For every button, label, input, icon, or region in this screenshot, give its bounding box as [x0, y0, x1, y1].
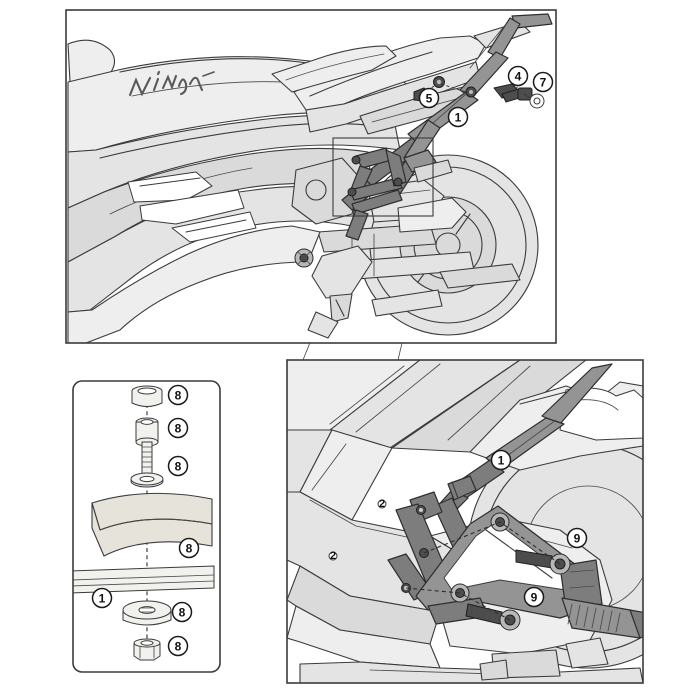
callout-main-5: 5: [418, 87, 440, 109]
part-spacer-sleeve-bolt: [135, 417, 159, 478]
callout-layer: 4 7 5 1 8 8 8 8 1 8 8 1 9 9: [91, 65, 588, 657]
callout-hardware-8: 8: [167, 417, 189, 439]
callout-number: 8: [175, 640, 182, 654]
callout-number: 7: [540, 76, 547, 90]
callout-bubble: [418, 87, 440, 109]
callout-bubble: [178, 537, 200, 559]
callout-hardware-8: 8: [167, 455, 189, 477]
part-rack-bar-1: [73, 565, 215, 594]
callout-bracket-9: 9: [566, 527, 588, 549]
detail-footpeg-rubber: [561, 597, 643, 639]
panel-border-detail: [286, 359, 644, 684]
callout-hardware-8: 8: [167, 635, 189, 657]
callout-hardware-1: 1: [91, 587, 113, 609]
callout-number: 1: [455, 111, 462, 125]
detail-reference-marks: 2 2: [328, 498, 387, 562]
callout-bubble: [532, 71, 554, 93]
detail-alignment-dashes: [405, 521, 561, 621]
part-lock-nut: [133, 638, 161, 661]
callout-bubble: [171, 601, 193, 623]
callout-hardware-8: 8: [167, 384, 189, 406]
callout-main-7: 7: [532, 71, 554, 93]
callout-number: 5: [426, 92, 433, 106]
panel-border-hardware: [72, 380, 221, 673]
panel-border-main: [65, 9, 557, 344]
callout-number: 8: [179, 606, 186, 620]
callout-bubble: [507, 65, 529, 87]
callout-number: 9: [574, 532, 581, 546]
callout-bubble: [167, 384, 189, 406]
panel-hardware-stack-view: [72, 380, 221, 673]
callout-number: 9: [531, 591, 538, 605]
callout-main-1: 1: [447, 106, 469, 128]
callout-number: 1: [498, 454, 505, 468]
callout-hardware-8: 8: [171, 601, 193, 623]
callout-hardware-8: 8: [178, 537, 200, 559]
callout-bracket-1: 1: [490, 449, 512, 471]
part-flat-washer: [122, 600, 172, 626]
callout-bubble: [91, 587, 113, 609]
ninja-logo: [128, 70, 215, 97]
callout-bubble: [523, 586, 545, 608]
callout-bubble: [447, 106, 469, 128]
callout-main-4: 4: [507, 65, 529, 87]
callout-number: 8: [175, 389, 182, 403]
panel-main-bike-view: [65, 9, 557, 344]
svg-text:2: 2: [330, 550, 336, 562]
part-cap-bushing: [131, 385, 163, 407]
callout-number: 1: [99, 592, 106, 606]
callout-number: 8: [186, 542, 193, 556]
detail-screw-part-9-upper: [515, 549, 571, 575]
callout-number: 4: [515, 70, 522, 84]
callout-number: 8: [175, 422, 182, 436]
svg-text:2: 2: [379, 498, 385, 510]
part-washer: [130, 472, 164, 488]
fairing-body: [67, 21, 531, 343]
callout-bubble: [167, 455, 189, 477]
side-case-rack-part-1: [341, 13, 553, 241]
panel-bracket-detail-view: 2 2: [286, 359, 644, 684]
callout-bubble: [167, 635, 189, 657]
callout-number: 8: [175, 460, 182, 474]
part-fairing-panel: [91, 492, 213, 557]
callout-bracket-9: 9: [523, 586, 545, 608]
callout-bubble: [566, 527, 588, 549]
callout-bubble: [490, 449, 512, 471]
zoom-detail-box: [332, 137, 434, 217]
callout-bubble: [167, 417, 189, 439]
spacer-part-7: [523, 93, 545, 109]
